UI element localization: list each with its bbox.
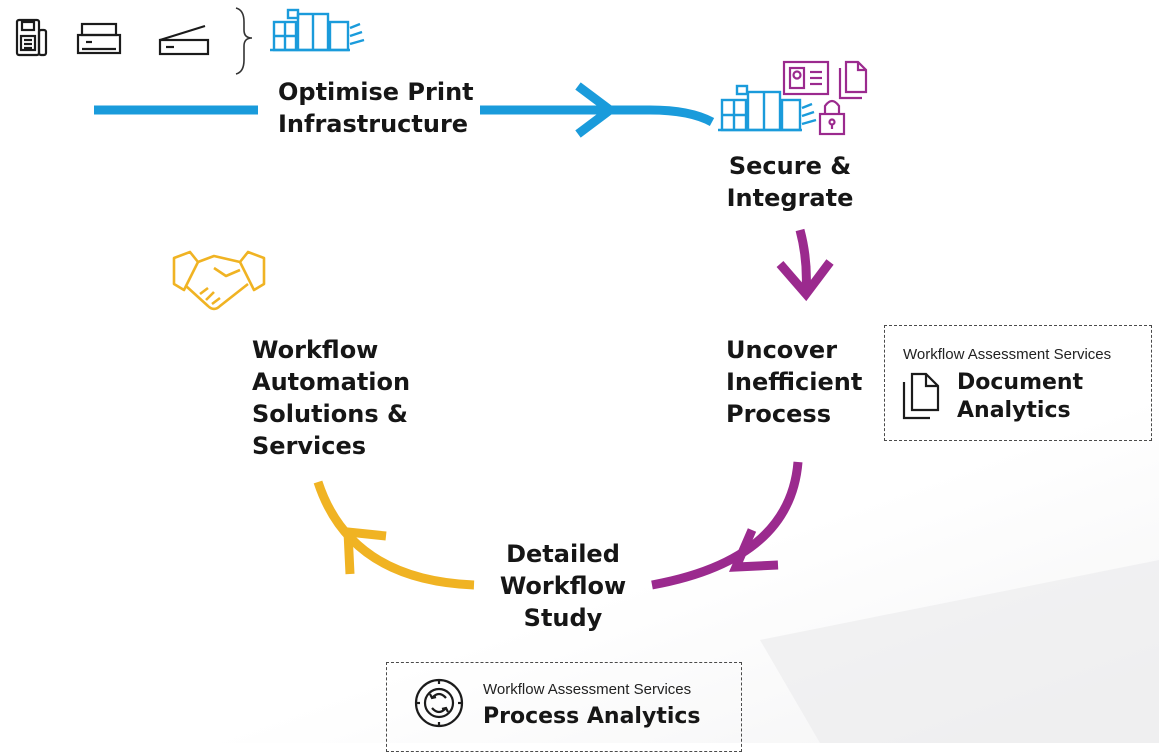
document-analytics-title: Document Analytics [957,370,1084,423]
fax-icon [15,18,48,57]
process-analytics-title: Process Analytics [483,704,701,729]
step-optimise-print-infrastructure: Optimise Print Infrastructure [278,78,474,138]
step-workflow-automation: Workflow Automation Solutions & Services [252,336,411,460]
production-printer-icon [270,8,365,52]
lock-icon [818,99,846,136]
process-analytics-caption: Workflow Assessment Services [483,681,692,698]
step-detailed-workflow-study: Detailed Workflow Study [499,540,627,632]
document-analytics-caption: Workflow Assessment Services [903,346,1112,363]
gear-cycle-icon [414,678,464,728]
document-icon [838,60,868,100]
handshake-icon [172,250,266,311]
right-brace-icon [235,7,253,75]
printer-icon [76,22,122,55]
step-uncover-inefficient-process: Uncover Inefficient Process [726,336,863,428]
production-printer-icon [718,84,817,132]
id-card-icon [782,60,830,96]
document-icon [902,372,940,420]
process-analytics-box: Workflow Assessment Services Process Ana… [386,662,742,752]
step-secure-integrate: Secure & Integrate [726,152,854,212]
scanner-icon [158,24,210,56]
document-analytics-box: Workflow Assessment Services Document An… [884,325,1152,441]
